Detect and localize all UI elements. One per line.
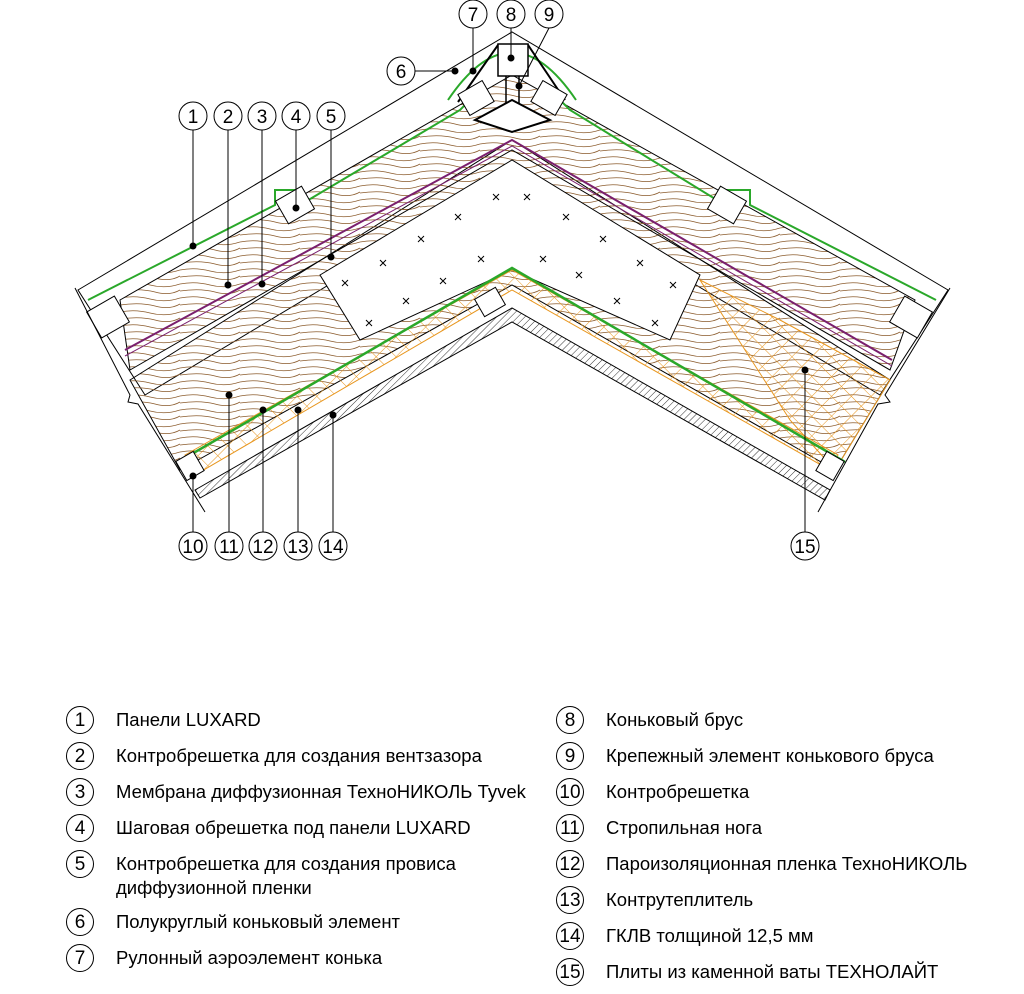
legend-right-column: 8 Коньковый брус 9 Крепежный элемент коньк… [556, 706, 1024, 994]
legend-item-6: 6 Полукруглый коньковый элемент [66, 908, 536, 936]
callout-15: 15 [790, 531, 820, 561]
legend-item-15: 15 Плиты из каменной ваты ТЕХНОЛАЙТ [556, 958, 1024, 986]
legend-number: 9 [556, 742, 584, 770]
legend-item-5: 5 Контробрешетка для создания провиса диф… [66, 850, 536, 900]
legend-number: 3 [66, 778, 94, 806]
svg-text:14: 14 [322, 537, 344, 558]
svg-text:7: 7 [468, 5, 479, 26]
svg-text:1: 1 [188, 107, 199, 128]
legend-number: 10 [556, 778, 584, 806]
legend-item-4: 4 Шаговая обрешетка под панели LUXARD [66, 814, 536, 842]
legend-text: Контробрешетка [606, 781, 750, 802]
svg-text:4: 4 [291, 107, 302, 128]
svg-text:11: 11 [219, 537, 239, 558]
legend-number: 6 [66, 908, 94, 936]
legend-number: 14 [556, 922, 584, 950]
batten-blocks [85, 185, 934, 482]
svg-text:5: 5 [326, 107, 337, 128]
callout-13: 13 [283, 531, 313, 561]
callout-12: 12 [248, 531, 278, 561]
legend-text: Плиты из каменной ваты ТЕХНОЛАЙТ [606, 961, 939, 982]
svg-text:13: 13 [287, 537, 308, 558]
callout-6: 6 [386, 56, 416, 86]
legend-text: Пароизоляционная пленка ТехноНИКОЛЬ [606, 853, 968, 874]
svg-text:6: 6 [396, 62, 407, 83]
vapour-barrier-line [177, 266, 846, 464]
svg-text:2: 2 [223, 107, 234, 128]
membrane-line [124, 138, 893, 367]
legend-item-8: 8 Коньковый брус [556, 706, 1024, 734]
callout-8: 8 [496, 0, 526, 29]
legend-number: 7 [66, 944, 94, 972]
svg-text:15: 15 [794, 537, 815, 558]
legend-number: 8 [556, 706, 584, 734]
callout-2: 2 [213, 101, 243, 131]
legend-text: Шаговая обрешетка под панели LUXARD [116, 817, 471, 838]
legend-number: 12 [556, 850, 584, 878]
svg-text:3: 3 [257, 107, 268, 128]
break-lines [74, 287, 951, 513]
callout-1: 1 [178, 101, 208, 131]
legend-item-14: 14 ГКЛВ толщиной 12,5 мм [556, 922, 1024, 950]
legend-text: Полукруглый коньковый элемент [116, 911, 401, 932]
legend-item-3: 3 Мембрана диффузионная ТехноНИКОЛЬ Tyvek [66, 778, 536, 806]
ridge-assembly [447, 43, 577, 134]
legend-text: Рулонный аэроэлемент конька [116, 947, 383, 968]
callout-14: 14 [318, 531, 348, 561]
legend-text: Мембрана диффузионная ТехноНИКОЛЬ Tyvek [116, 781, 526, 802]
legend-text: Контробрешетка для создания вентзазора [116, 745, 482, 766]
callout-9: 9 [534, 0, 564, 29]
callout-3: 3 [247, 101, 277, 131]
legend-number: 1 [66, 706, 94, 734]
legend-item-7: 7 Рулонный аэроэлемент конька [66, 944, 536, 972]
legend-number: 5 [66, 850, 94, 878]
callout-10: 10 [178, 531, 208, 561]
legend-text: Стропильная нога [606, 817, 762, 838]
legend-item-12: 12 Пароизоляционная пленка ТехноНИКОЛЬ [556, 850, 1024, 878]
legend-number: 11 [556, 814, 584, 842]
legend-number: 4 [66, 814, 94, 842]
air-gap [319, 159, 701, 341]
legend-number: 13 [556, 886, 584, 914]
roof-ridge-section-diagram: 1 2 3 4 5 6 7 8 9 10 11 12 13 14 15 [74, 0, 951, 561]
legend-item-1: 1 Панели LUXARD [66, 706, 536, 734]
legend-text: Контрутеплитель [606, 889, 754, 910]
legend-item-11: 11 Стропильная нога [556, 814, 1024, 842]
legend-number: 2 [66, 742, 94, 770]
legend-text: Контробрешетка для создания провиса дифф… [116, 853, 456, 898]
legend-item-10: 10 Контробрешетка [556, 778, 1024, 806]
svg-text:12: 12 [252, 537, 273, 558]
legend-text: Панели LUXARD [116, 709, 261, 730]
legend-text: Коньковый брус [606, 709, 744, 730]
leader-lines [189, 27, 809, 532]
callout-11: 11 [214, 531, 244, 561]
legend-item-9: 9 Крепежный элемент конькового бруса [556, 742, 1024, 770]
legend-item-2: 2 Контробрешетка для создания вентзазора [66, 742, 536, 770]
legend-text: ГКЛВ толщиной 12,5 мм [606, 925, 814, 946]
legend-number: 15 [556, 958, 584, 986]
callout-7: 7 [458, 0, 488, 29]
legend-text: Крепежный элемент конькового бруса [606, 745, 934, 766]
callout-5: 5 [316, 101, 346, 131]
callout-4: 4 [281, 101, 311, 131]
svg-text:9: 9 [544, 5, 555, 26]
svg-text:8: 8 [506, 5, 517, 26]
legend-item-13: 13 Контрутеплитель [556, 886, 1024, 914]
svg-text:10: 10 [182, 537, 203, 558]
